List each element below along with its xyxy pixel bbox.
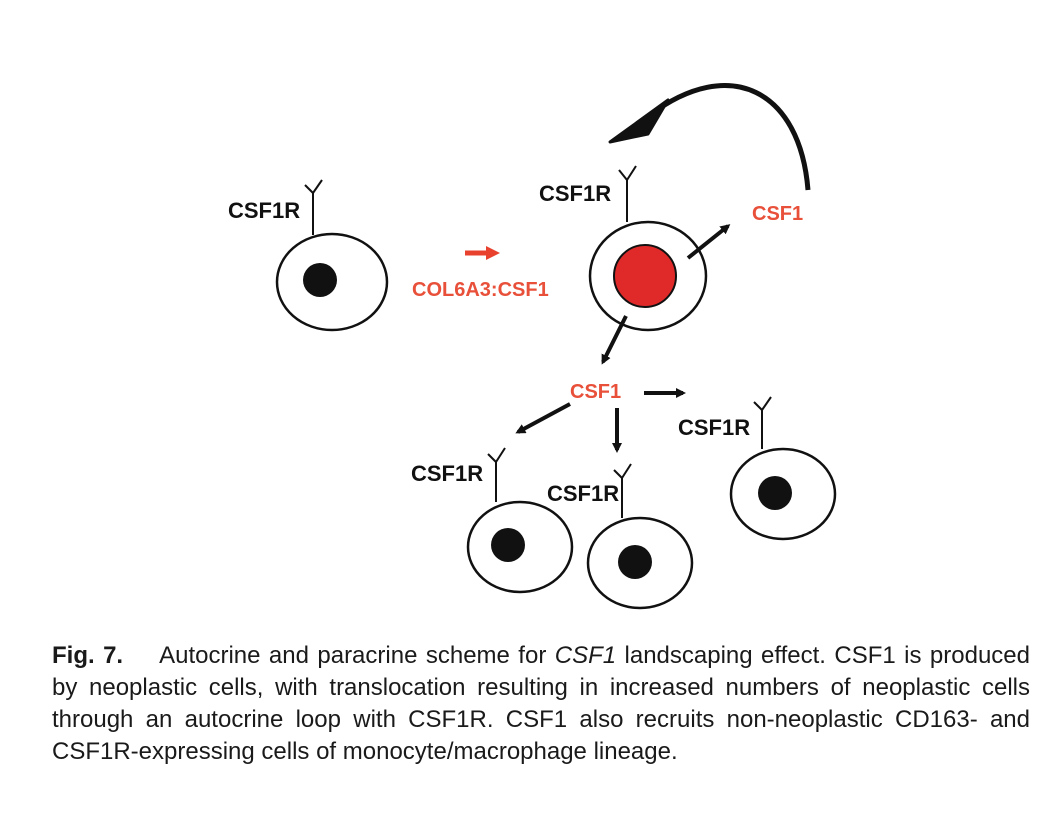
normal-cell-left: CSF1R [228, 179, 389, 332]
arrow-to-left-cell [515, 402, 571, 434]
ligand-label-paracrine: CSF1 [570, 381, 621, 403]
nucleus [303, 263, 337, 297]
receptor-label: CSF1R [228, 198, 300, 223]
recruited-cell-middle: CSF1R [547, 463, 694, 610]
neoplastic-nucleus [613, 244, 677, 308]
translocation-label: COL6A3:CSF1 [412, 279, 549, 301]
receptor-label: CSF1R [411, 461, 483, 486]
nucleus [618, 545, 652, 579]
caption-text-end: landscaping effect. CSF1 is produced by … [52, 642, 1030, 765]
receptor-icon [304, 179, 323, 235]
paracrine-secretion-arrow [601, 315, 628, 365]
figure-caption: Fig. 7. Autocrine and paracrine scheme fo… [52, 640, 1030, 768]
neoplastic-cell: CSF1R [539, 165, 708, 332]
caption-text-start: Autocrine and paracrine scheme for [159, 642, 555, 669]
figure-number: Fig. 7. [52, 642, 124, 669]
secretion-arrow [686, 224, 731, 260]
receptor-icon [618, 165, 637, 222]
ligand-label-autocrine: CSF1 [752, 203, 803, 225]
receptor-icon [613, 463, 632, 518]
recruited-cell-right: CSF1R [678, 396, 837, 541]
receptor-label: CSF1R [547, 481, 619, 506]
nucleus [758, 476, 792, 510]
autocrine-loop-arrow [608, 83, 811, 191]
nucleus [491, 528, 525, 562]
receptor-label: CSF1R [539, 181, 611, 206]
recruited-cell-left: CSF1R [411, 447, 574, 594]
translocation-arrow [465, 246, 500, 260]
caption-gene-name: CSF1 [554, 642, 617, 669]
receptor-label: CSF1R [678, 415, 750, 440]
csf1-scheme-diagram: CSF1R COL6A3:CSF1 CSF1R CSF1 CSF1 [228, 83, 837, 610]
receptor-icon [753, 396, 772, 449]
receptor-icon [487, 447, 506, 502]
